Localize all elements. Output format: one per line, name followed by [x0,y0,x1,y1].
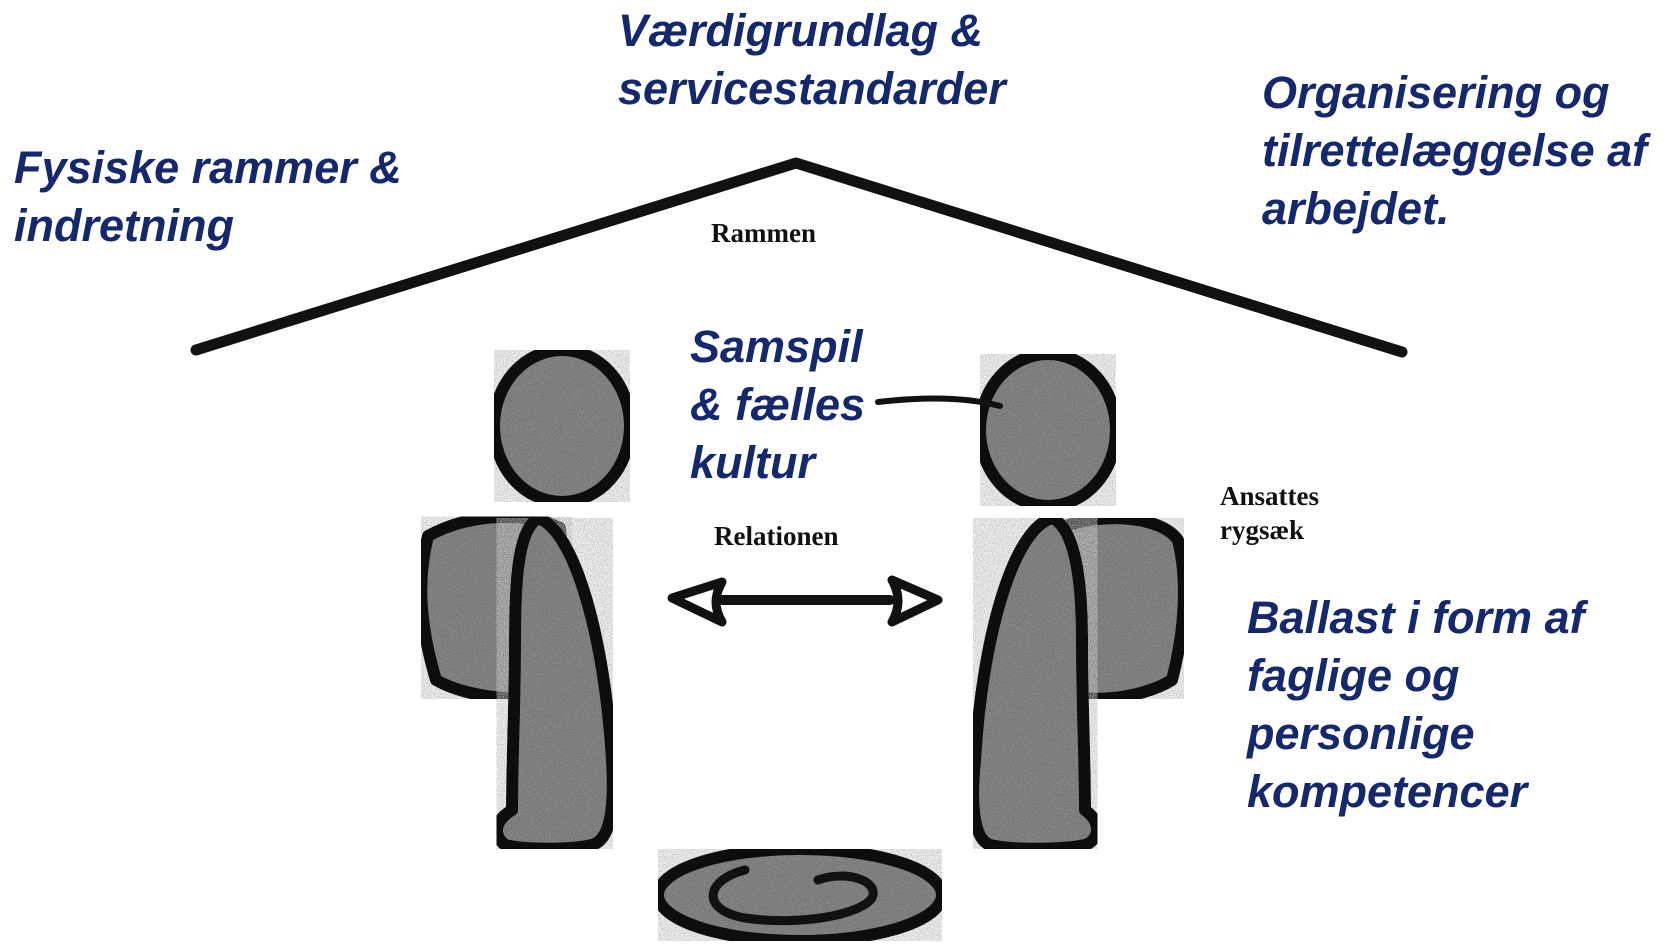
person-figure-right [967,348,1190,855]
values-standards-label: Værdigrundlag & servicestandarder [618,5,1006,114]
relation-term: Relationen [714,521,839,551]
interplay-culture-label: Samspil & fælles kultur [690,321,866,488]
right-figure-head [974,348,1122,512]
ground-swirl [652,843,948,947]
frame-term: Rammen [711,218,816,248]
backpack-term: Ansattes rygsæk [1220,481,1319,545]
right-figure-body [967,512,1103,855]
person-figure-left [415,344,636,855]
ballast-label: Ballast i form af faglige og personlige … [1247,592,1585,817]
pointer-line [875,395,1003,409]
right-figure-backpack [1052,512,1190,705]
roof-line [190,157,1408,358]
double-arrow [667,575,943,627]
left-figure-body [491,512,619,855]
physical-frames-label: Fysiske rammer & indretning [14,142,402,251]
left-figure-head [488,344,636,508]
organisation-label: Organisering og tilrettelæggelse af arbe… [1262,67,1648,234]
